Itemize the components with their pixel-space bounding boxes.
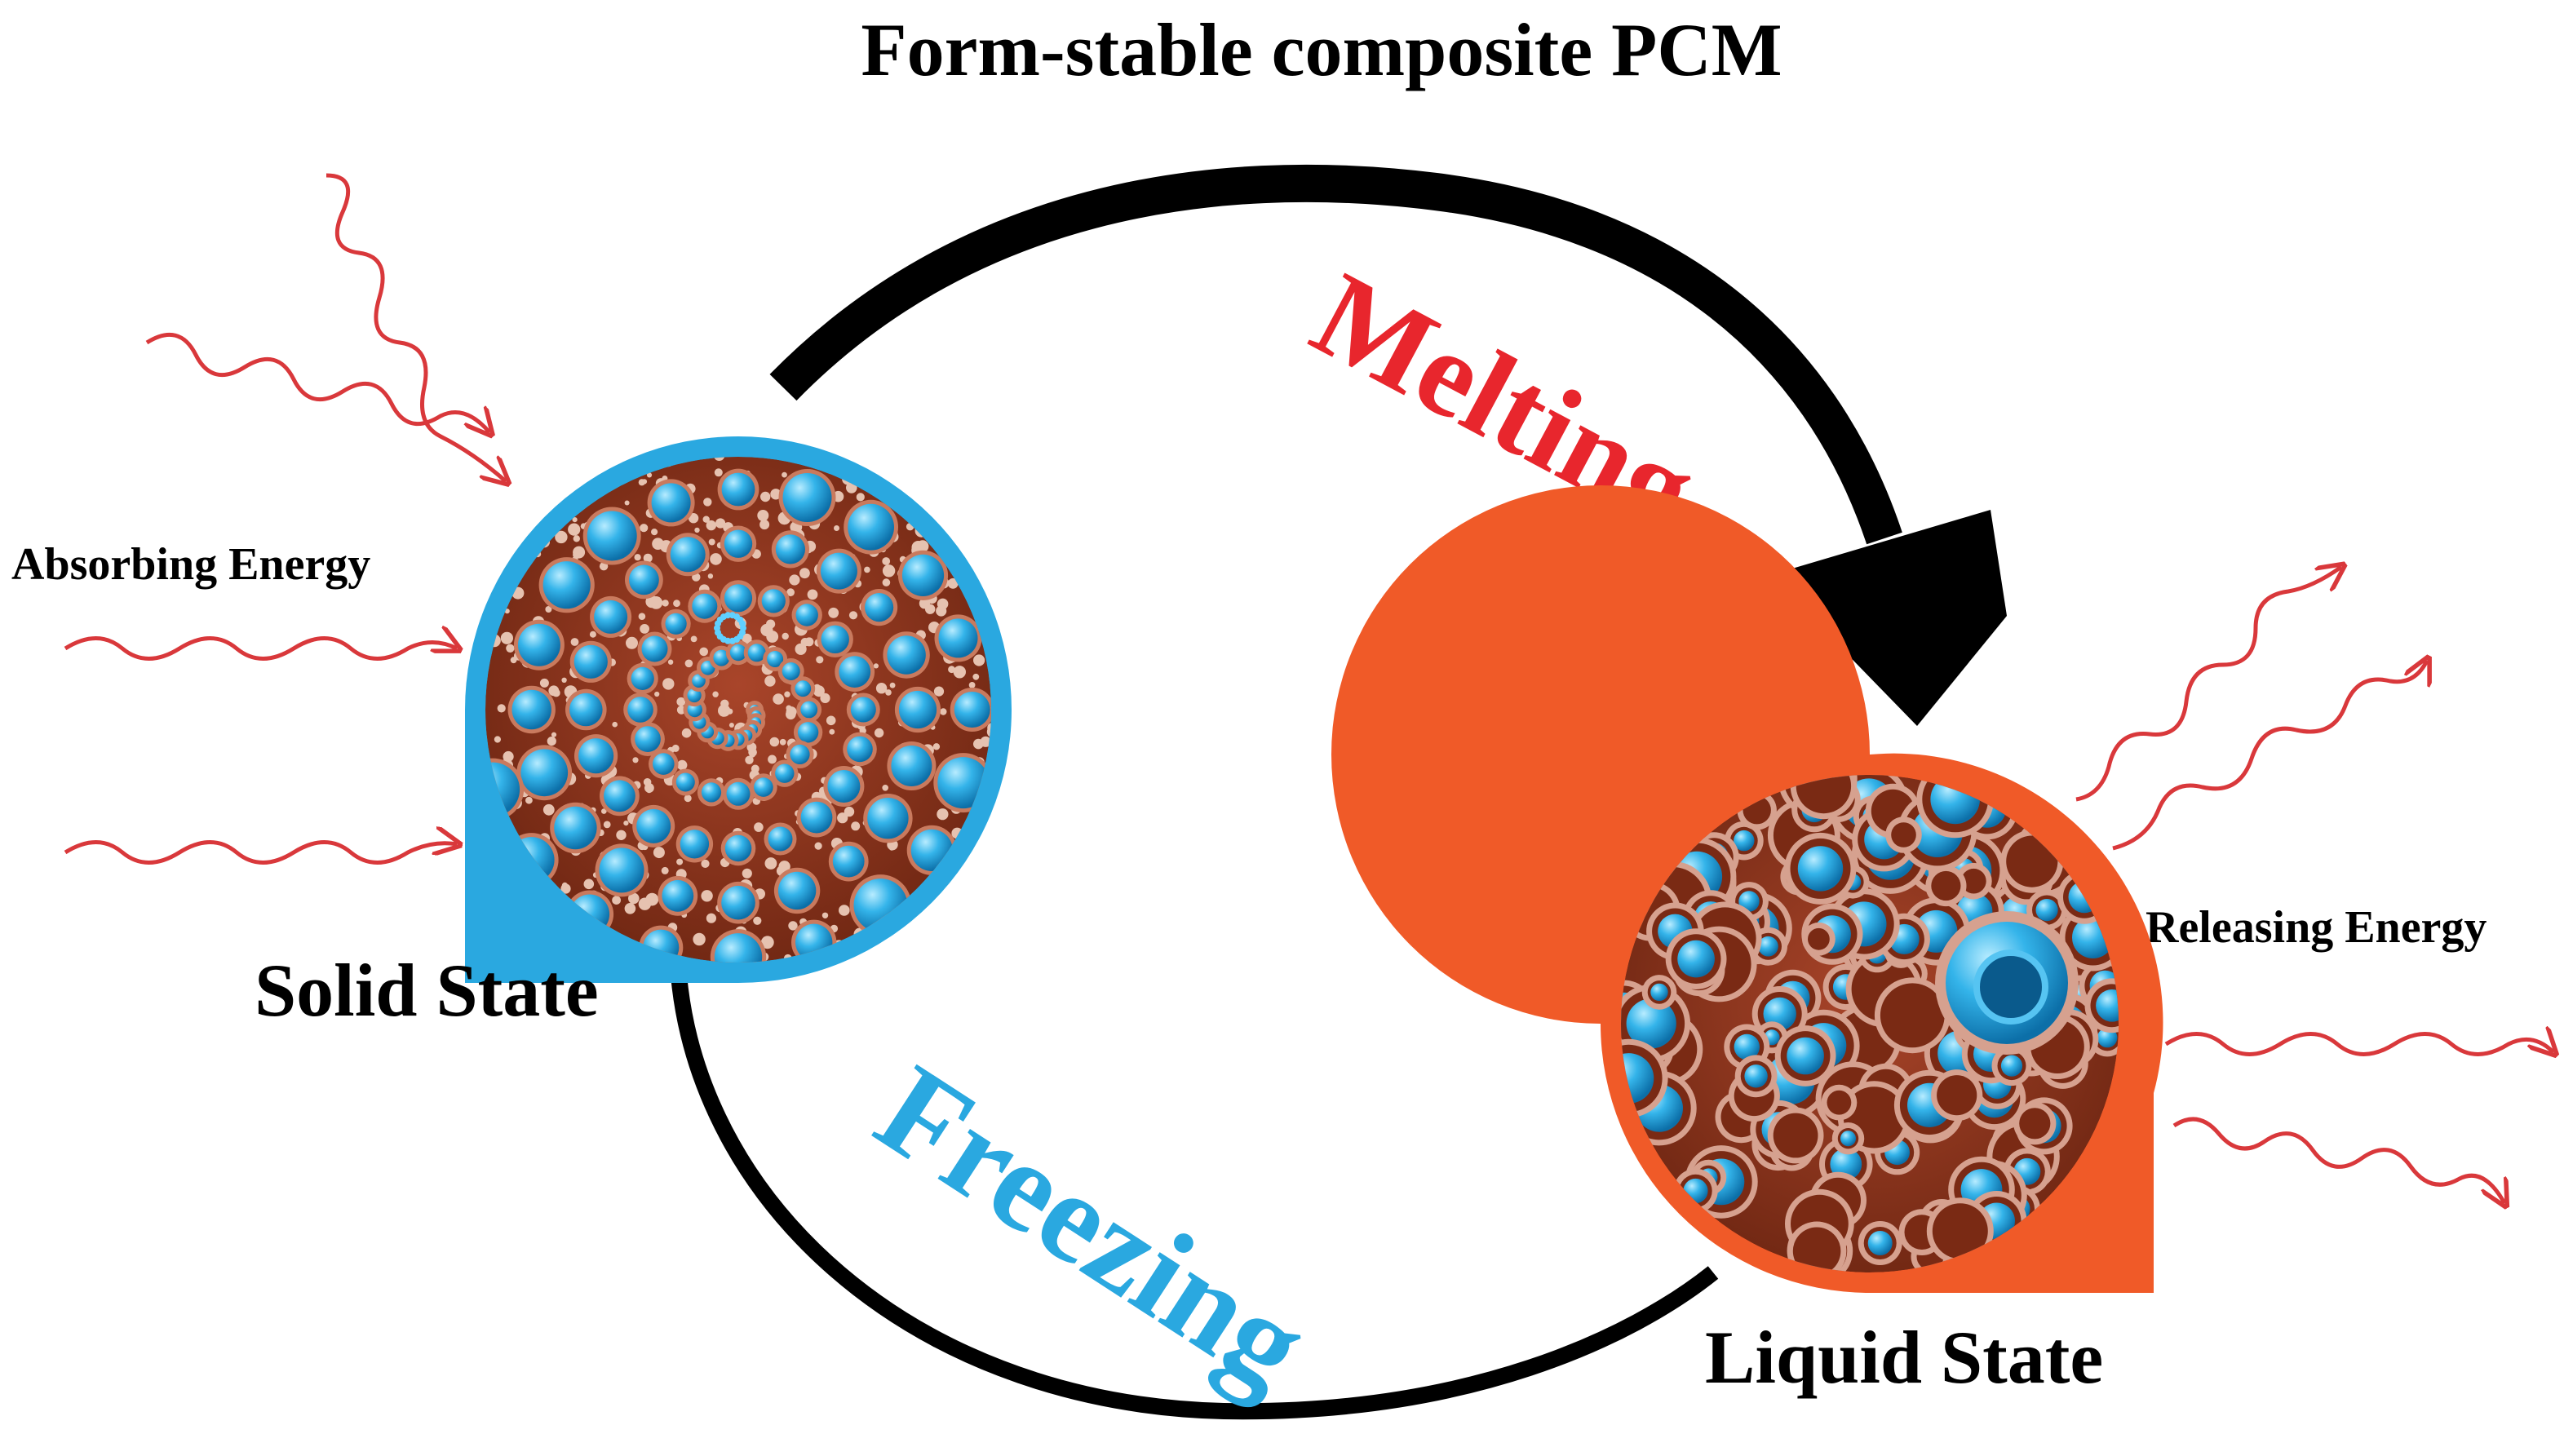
cycle-arc-top: [769, 164, 1902, 545]
wave-in-1: [325, 173, 506, 481]
wave-out-1: [2075, 567, 2341, 802]
liquid-state-label: Liquid State: [1705, 1316, 2103, 1399]
melting-arrowhead: [1770, 510, 2007, 726]
outgoing-heat-waves: [2075, 567, 2553, 1203]
solid-state-label: Solid State: [255, 949, 599, 1032]
wave-out-3: [2164, 1034, 2553, 1055]
cycle-arc-bottom: [669, 937, 1719, 1420]
incoming-heat-waves: [64, 173, 506, 865]
wave-in-2: [145, 332, 489, 432]
wave-out-4: [2172, 1117, 2504, 1203]
liquid-pcm-microstructure-icon: [1331, 485, 2163, 1293]
absorbing-energy-label: Absorbing Energy: [11, 539, 370, 590]
wave-in-3: [64, 639, 457, 661]
wave-out-2: [2112, 661, 2427, 851]
freezing-label: Freezing: [853, 1038, 1331, 1418]
releasing-energy-label: Releasing Energy: [2146, 902, 2487, 953]
solid-pcm-microstructure-icon: [465, 436, 1012, 983]
wave-in-4: [64, 843, 457, 865]
diagram-title: Form-stable composite PCM: [861, 8, 1782, 91]
